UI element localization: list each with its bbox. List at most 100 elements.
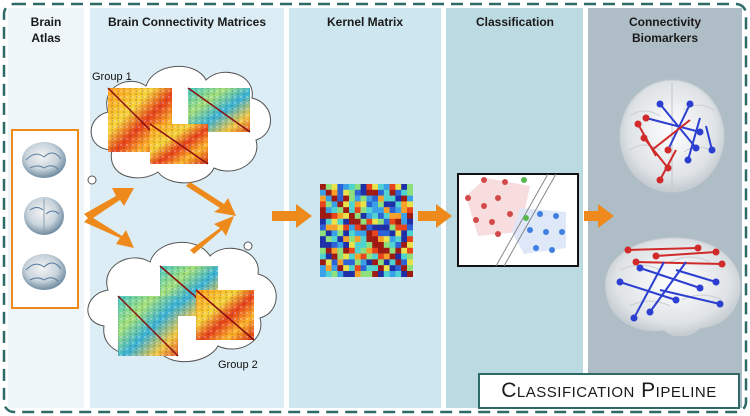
kernel-cell — [337, 259, 344, 266]
kernel-cell — [372, 207, 379, 214]
kernel-cell — [343, 195, 350, 202]
kernel-cell — [366, 224, 373, 231]
kernel-cell — [337, 236, 344, 243]
kernel-cell — [331, 259, 338, 266]
kernel-cell — [325, 242, 332, 248]
kernel-cell — [354, 184, 361, 190]
kernel-cell — [331, 242, 338, 248]
kernel-cell — [378, 195, 384, 202]
kernel-cell — [389, 271, 396, 277]
kernel-cell — [383, 271, 390, 277]
kernel-cell — [395, 224, 402, 231]
kernel-cell — [372, 218, 379, 225]
kernel-cell — [337, 218, 344, 225]
kernel-cell — [383, 213, 390, 219]
kernel-cell — [389, 207, 396, 214]
orange-arrow-icon — [84, 182, 614, 254]
kernel-cell — [349, 259, 355, 266]
kernel-cell — [389, 184, 396, 190]
kernel-cell — [337, 253, 344, 260]
kernel-cell — [360, 236, 367, 243]
kernel-cell — [378, 224, 384, 231]
kernel-cell — [378, 253, 384, 260]
kernel-cell — [383, 189, 390, 196]
kernel-cell — [407, 265, 413, 272]
kernel-cell — [389, 253, 396, 260]
kernel-cell — [354, 265, 361, 272]
kernel-cell — [383, 265, 390, 272]
kernel-cell — [320, 224, 326, 231]
kernel-cell — [320, 213, 326, 219]
kernel-cell — [343, 265, 350, 272]
matrix-group2-b — [117, 295, 179, 357]
kernel-cell — [407, 247, 413, 254]
kernel-cell — [331, 247, 338, 254]
kernel-cell — [407, 207, 413, 214]
kernel-cell — [389, 213, 396, 219]
kernel-cell — [366, 271, 373, 277]
kernel-cell — [378, 265, 384, 272]
kernel-cell — [343, 218, 350, 225]
kernel-cell — [401, 259, 408, 266]
kernel-cell — [360, 218, 367, 225]
kernel-cell — [360, 259, 367, 266]
kernel-cell — [337, 247, 344, 254]
connectivity-edges-side — [619, 247, 723, 319]
kernel-cell — [407, 230, 413, 237]
kernel-cell — [401, 207, 408, 214]
kernel-cell — [395, 230, 402, 237]
kernel-cell — [366, 265, 373, 272]
kernel-cell — [407, 213, 413, 219]
kernel-cell — [354, 189, 361, 196]
kernel-cell — [366, 253, 373, 260]
kernel-cell — [395, 242, 402, 248]
kernel-cell — [343, 253, 350, 260]
kernel-cell — [378, 207, 384, 214]
kernel-cell — [343, 224, 350, 231]
pipeline-banner: Classification Pipeline — [478, 373, 740, 409]
kernel-cell — [343, 242, 350, 248]
column-bg-biomarkers — [588, 8, 742, 408]
kernel-cell — [354, 213, 361, 219]
kernel-cell — [325, 195, 332, 202]
kernel-cell — [401, 213, 408, 219]
kernel-cell — [372, 201, 379, 208]
kernel-cell — [366, 259, 373, 266]
kernel-cell — [366, 230, 373, 237]
kernel-cell — [401, 218, 408, 225]
kernel-cell — [372, 271, 379, 277]
kernel-cell — [349, 213, 355, 219]
kernel-cell — [325, 218, 332, 225]
kernel-cell — [325, 201, 332, 208]
kernel-cell — [354, 207, 361, 214]
kernel-cell — [349, 224, 355, 231]
kernel-cell — [395, 184, 402, 190]
kernel-cell — [349, 253, 355, 260]
kernel-cell — [378, 189, 384, 196]
kernel-cell — [360, 242, 367, 248]
kernel-cell — [349, 207, 355, 214]
kernel-cell — [343, 184, 350, 190]
kernel-cell — [366, 236, 373, 243]
kernel-cell — [360, 201, 367, 208]
kernel-cell — [372, 265, 379, 272]
kernel-cell — [372, 184, 379, 190]
kernel-cell — [378, 201, 384, 208]
kernel-cell — [331, 236, 338, 243]
kernel-cell — [337, 195, 344, 202]
kernel-cell — [407, 201, 413, 208]
kernel-cell — [325, 271, 332, 277]
kernel-cell — [343, 230, 350, 237]
kernel-cell — [337, 213, 344, 219]
kernel-cell — [395, 259, 402, 266]
brain-icon — [619, 79, 725, 193]
kernel-cell — [366, 201, 373, 208]
header-classification: Classification — [476, 15, 554, 29]
kernel-cell — [389, 242, 396, 248]
kernel-cell — [372, 189, 379, 196]
kernel-cell — [360, 230, 367, 237]
kernel-cell — [320, 247, 326, 254]
kernel-cell — [320, 230, 326, 237]
kernel-cell — [389, 218, 396, 225]
